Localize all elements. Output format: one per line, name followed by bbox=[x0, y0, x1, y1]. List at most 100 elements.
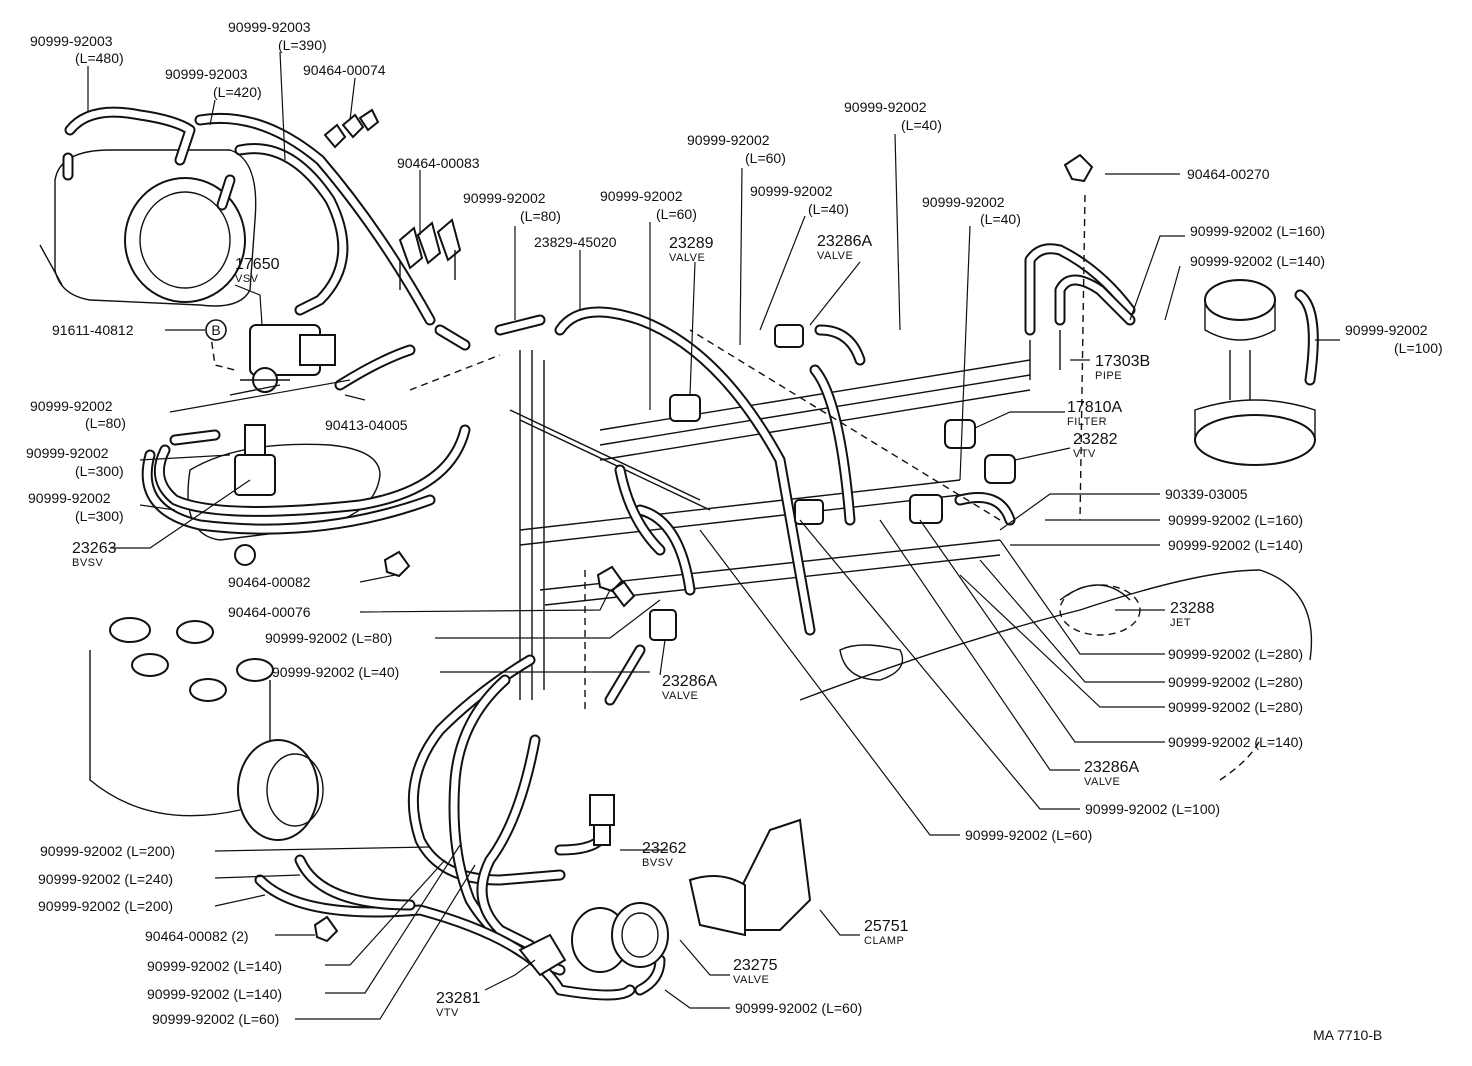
label-90999-92002-l80-left: 90999-92002 bbox=[30, 398, 113, 414]
dashed-leaders bbox=[209, 329, 1001, 710]
label-23262-caption: BVSV bbox=[642, 857, 674, 869]
label-23288: 23288 bbox=[1170, 600, 1215, 617]
label-23286a-low-caption: VALVE bbox=[1084, 776, 1120, 788]
vsv-17650 bbox=[229, 324, 336, 396]
clamp-25751 bbox=[688, 818, 812, 937]
clips-90464-00074 bbox=[323, 108, 380, 149]
label-90999-92003-l480-length: (L=480) bbox=[75, 50, 124, 66]
air-cleaner-assembly bbox=[39, 149, 257, 307]
label-90999-92002-l40-mid: 90999-92002 (L=40) bbox=[272, 664, 399, 680]
label-90999-92002-l40-a-length: (L=40) bbox=[808, 201, 849, 217]
label-90464-00083: 90464-00083 bbox=[397, 155, 480, 171]
label-90999-92002-l240: 90999-92002 (L=240) bbox=[38, 871, 173, 887]
label-90999-92002-l60-a-length: (L=60) bbox=[656, 206, 697, 222]
label-23289: 23289 bbox=[669, 235, 714, 252]
label-90999-92002-l200-a: 90999-92002 (L=200) bbox=[40, 843, 175, 859]
label-90999-92002-l160-top: 90999-92002 (L=160) bbox=[1190, 223, 1325, 239]
label-17303b: 17303B bbox=[1095, 353, 1150, 370]
central-pipe-assembly bbox=[334, 243, 1136, 700]
label-23286a-mid-caption: VALVE bbox=[662, 690, 698, 702]
label-17650: 17650 bbox=[235, 256, 280, 273]
label-90999-92002-l60-b: 90999-92002 bbox=[687, 132, 770, 148]
label-23275: 23275 bbox=[733, 957, 778, 974]
label-90999-92002-l280-c: 90999-92002 (L=280) bbox=[1168, 699, 1303, 715]
valve-23289 bbox=[669, 394, 701, 422]
label-90999-92002-l60-bottom-right: 90999-92002 (L=60) bbox=[735, 1000, 862, 1016]
label-25751-caption: CLAMP bbox=[864, 935, 904, 947]
label-90464-00074: 90464-00074 bbox=[303, 62, 386, 78]
label-23289-caption: VALVE bbox=[669, 252, 705, 264]
label-90999-92002-l60-bottom: 90999-92002 (L=60) bbox=[152, 1011, 279, 1027]
valve-23275 bbox=[571, 902, 669, 973]
label-91611-40812: 91611-40812 bbox=[52, 322, 134, 338]
label-90413-04005: 90413-04005 bbox=[325, 417, 408, 433]
part-labels: 90999-92003 (L=480) 90999-92003 (L=390) … bbox=[26, 19, 1443, 1043]
label-23286a-low: 23286A bbox=[1084, 759, 1139, 776]
distributor-cap bbox=[89, 617, 324, 841]
label-90999-92002-l80-top: 90999-92002 bbox=[463, 190, 546, 206]
label-90999-92002-l280-a: 90999-92002 (L=280) bbox=[1168, 646, 1303, 662]
document-code: MA 7710-B bbox=[1313, 1027, 1382, 1043]
label-90464-00082-2: 90464-00082 (2) bbox=[145, 928, 249, 944]
valve-cluster-right bbox=[909, 492, 1016, 526]
label-23288-caption: JET bbox=[1170, 617, 1191, 629]
label-17810a-caption: FILTER bbox=[1067, 416, 1107, 428]
clips-90464-00083 bbox=[398, 218, 462, 290]
label-90999-92002-l80-mid: 90999-92002 (L=80) bbox=[265, 630, 392, 646]
label-90999-92002-l80-top-length: (L=80) bbox=[520, 208, 561, 224]
label-23262: 23262 bbox=[642, 840, 687, 857]
label-17650-caption: VSV bbox=[235, 273, 259, 285]
vtv-23282 bbox=[984, 454, 1016, 484]
label-90999-92002-l40-b: 90999-92002 bbox=[844, 99, 927, 115]
label-23281-caption: VTV bbox=[436, 1007, 459, 1019]
label-23281: 23281 bbox=[436, 990, 481, 1007]
label-90999-92002-l100-right: 90999-92002 bbox=[1345, 322, 1428, 338]
label-90999-92002-l140-top: 90999-92002 (L=140) bbox=[1190, 253, 1325, 269]
label-25751: 25751 bbox=[864, 918, 909, 935]
diaphragm-unit bbox=[1194, 279, 1319, 466]
label-23286a-top: 23286A bbox=[817, 233, 872, 250]
label-90999-92003-l480: 90999-92003 bbox=[30, 33, 113, 49]
label-90999-92002-l140-a: 90999-92002 (L=140) bbox=[147, 958, 282, 974]
label-90999-92003-l390: 90999-92003 bbox=[228, 19, 311, 35]
label-90999-92002-l60-b-length: (L=60) bbox=[745, 150, 786, 166]
label-90999-92003-l420: 90999-92003 bbox=[165, 66, 248, 82]
label-23286a-mid: 23286A bbox=[662, 673, 717, 690]
bvsv-23262 bbox=[589, 794, 615, 846]
label-17810a: 17810A bbox=[1067, 399, 1122, 416]
label-90999-92002-l60-a: 90999-92002 bbox=[600, 188, 683, 204]
label-90464-00082: 90464-00082 bbox=[228, 574, 311, 590]
label-90464-00270: 90464-00270 bbox=[1187, 166, 1270, 182]
label-90999-92003-l420-length: (L=420) bbox=[213, 84, 262, 100]
vtv-23281 bbox=[518, 933, 567, 977]
label-90339-03005: 90339-03005 bbox=[1165, 486, 1248, 502]
bvsv-23263-assembly bbox=[141, 424, 471, 566]
label-90999-92002-l80-left-length: (L=80) bbox=[85, 415, 126, 431]
label-90999-92002-l160-mid: 90999-92002 (L=160) bbox=[1168, 512, 1303, 528]
label-90999-92003-l390-length: (L=390) bbox=[278, 37, 327, 53]
filter-17810a bbox=[944, 419, 976, 449]
label-90999-92002-l100-low: 90999-92002 (L=100) bbox=[1085, 801, 1220, 817]
label-90999-92002-l40-b-length: (L=40) bbox=[901, 117, 942, 133]
label-23282: 23282 bbox=[1073, 431, 1118, 448]
label-17303b-caption: PIPE bbox=[1095, 370, 1122, 382]
label-90999-92002-l300-a-length: (L=300) bbox=[75, 463, 124, 479]
label-90999-92002-l300-a: 90999-92002 bbox=[26, 445, 109, 461]
label-23282-caption: VTV bbox=[1073, 448, 1096, 460]
engine-outline bbox=[799, 569, 1313, 781]
label-90999-92002-l40-c-length: (L=40) bbox=[980, 211, 1021, 227]
clips-lower bbox=[313, 550, 636, 943]
label-90999-92002-l300-b: 90999-92002 bbox=[28, 490, 111, 506]
valves-23286a bbox=[649, 324, 866, 641]
label-90999-92002-l300-b-length: (L=300) bbox=[75, 508, 124, 524]
leader-lines bbox=[87, 51, 1340, 1020]
upper-hoses bbox=[64, 106, 436, 326]
label-90999-92002-l40-c: 90999-92002 bbox=[922, 194, 1005, 210]
label-23829-45020: 23829-45020 bbox=[534, 234, 617, 250]
label-90999-92002-l140-b: 90999-92002 (L=140) bbox=[147, 986, 282, 1002]
label-90999-92002-l100-right-length: (L=100) bbox=[1394, 340, 1443, 356]
label-23286a-top-caption: VALVE bbox=[817, 250, 853, 262]
label-23263-caption: BVSV bbox=[72, 557, 104, 569]
label-90999-92002-l40-a: 90999-92002 bbox=[750, 183, 833, 199]
